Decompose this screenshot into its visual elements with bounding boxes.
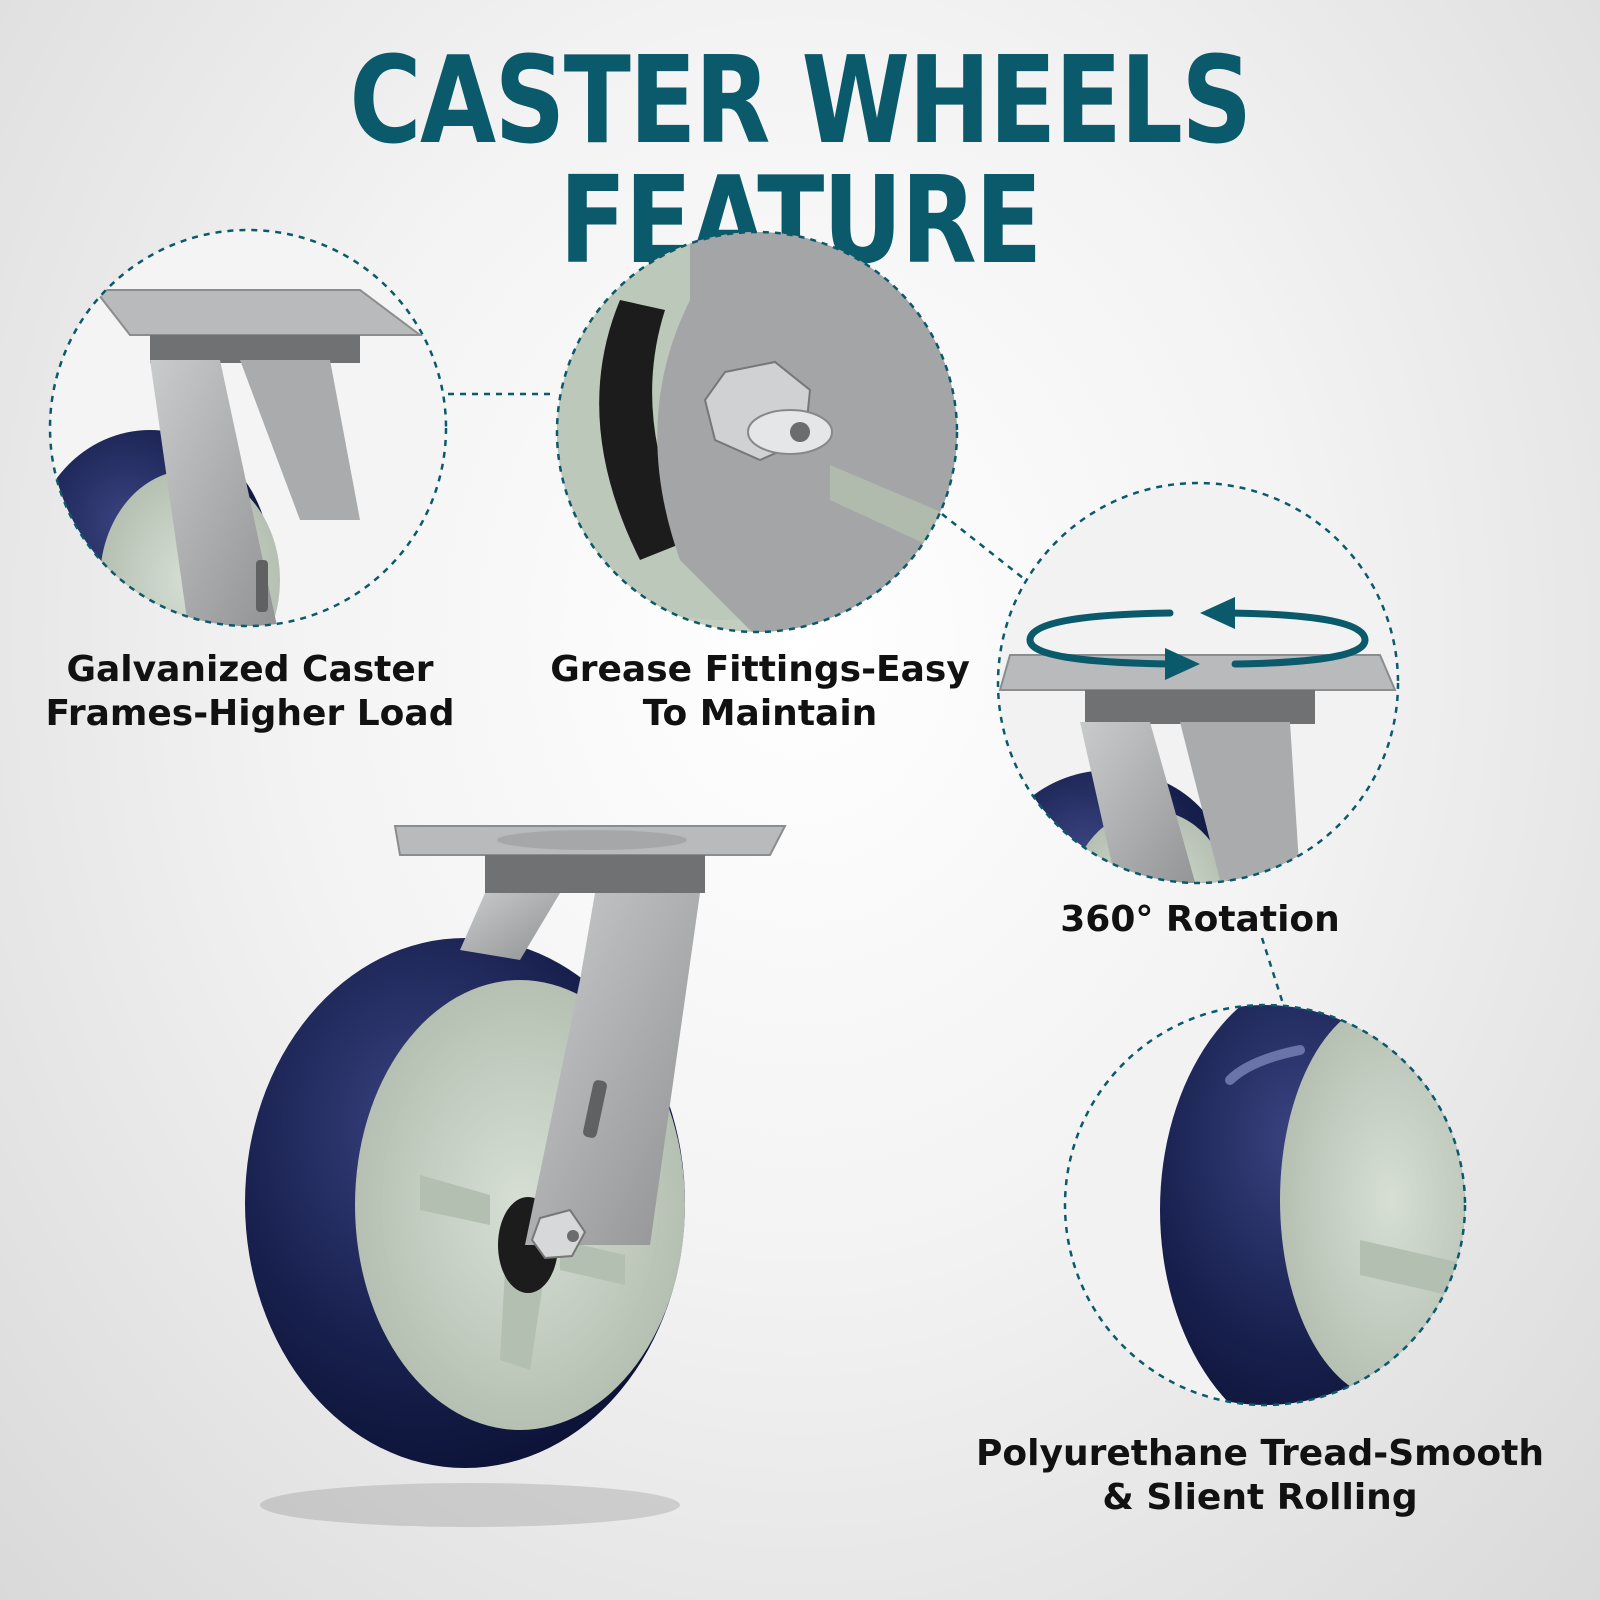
feature-label-tread: Polyurethane Tread-Smooth & Slient Rolli… — [976, 1433, 1544, 1518]
caster-wheel-product-image — [245, 825, 787, 1527]
connector-grease-rotation — [941, 513, 1029, 583]
rotation-arrows-icon — [1026, 597, 1369, 680]
tread-closeup-image — [1063, 1003, 1467, 1407]
grease-fitting-closeup-image — [555, 230, 959, 634]
caster-frame-closeup-image — [48, 228, 448, 628]
feature-label-rotation: 360° Rotation — [1060, 899, 1340, 940]
feature-label-grease: Grease Fittings-Easy To Maintain — [550, 649, 970, 734]
connector-rotation-tread — [1260, 937, 1287, 1011]
feature-label-frames: Galvanized Caster Frames-Higher Load — [45, 649, 455, 734]
connector-lines — [448, 392, 1287, 1011]
page-title: CASTER WHEELS FEATURE — [349, 32, 1252, 291]
